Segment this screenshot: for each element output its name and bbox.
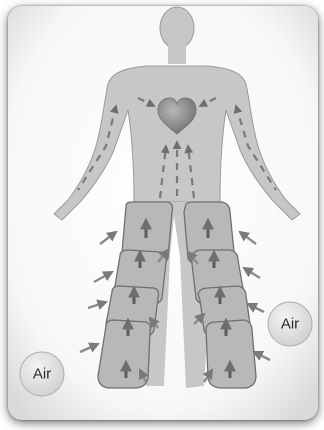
air-label-right: Air	[281, 316, 299, 333]
diagram-card: Air Air	[8, 6, 318, 420]
air-bubble-left: Air	[20, 352, 64, 396]
air-label-left: Air	[33, 366, 51, 383]
compression-diagram: Air Air	[8, 6, 318, 420]
air-bubble-right: Air	[268, 302, 312, 346]
